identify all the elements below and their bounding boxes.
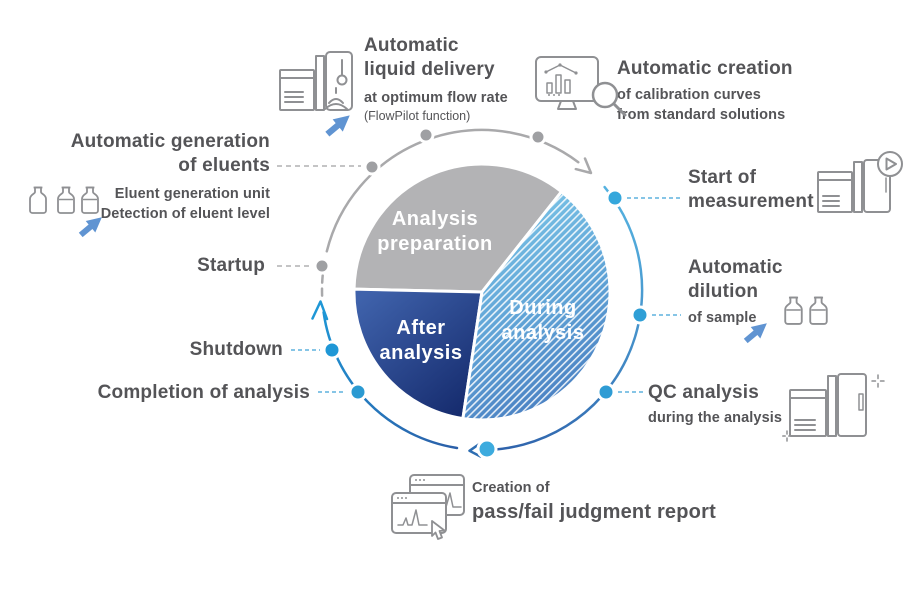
report-title: pass/fail judgment report	[472, 501, 716, 523]
label-shutdown: Shutdown	[189, 339, 283, 360]
report-windows-icon	[391, 474, 465, 540]
liquid-delivery-title: Automatic liquid delivery	[364, 35, 495, 80]
ring-gray-dashed-segment	[320, 272, 325, 297]
dot-start-measurement	[605, 188, 625, 208]
label-report: Creation of pass/fail judgment report	[472, 478, 716, 524]
ring-blue-arc-right	[477, 185, 644, 452]
label-connectors	[277, 165, 681, 393]
cursor-arrow-icon	[316, 112, 352, 148]
pie-label-analysis-preparation: Analysis preparation	[377, 208, 493, 255]
dot-startup	[313, 257, 331, 275]
ring-blue-arc-left	[322, 311, 459, 450]
qc-sub: during the analysis	[648, 410, 783, 426]
qc-title: QC analysis	[648, 382, 759, 403]
eluent-bottles-icon	[29, 186, 99, 214]
pie-chart	[352, 162, 612, 422]
label-calibration: Automatic creation of calibration curves…	[617, 57, 793, 125]
cursor-arrow-icon	[735, 320, 769, 354]
liquid-delivery-instrument-icon	[279, 51, 353, 111]
calibration-monitor-icon	[535, 56, 627, 117]
pie-label-after-analysis: After analysis	[379, 317, 463, 364]
dot-prep-1	[417, 126, 435, 144]
label-dilution: Automatic dilution of sample	[688, 256, 783, 328]
liquid-delivery-note: (FlowPilot function)	[364, 109, 471, 123]
label-qc: QC analysis during the analysis	[648, 381, 782, 428]
start-measurement-instrument-icon	[817, 151, 903, 213]
blue-arrowhead-left-icon	[311, 300, 329, 321]
pie-label-during-analysis: During analysis	[501, 297, 585, 344]
sample-bottles-icon	[784, 296, 828, 325]
qc-instrument-icon	[782, 373, 885, 442]
label-startup: Startup	[197, 255, 265, 276]
label-eluents: Automatic generation of eluents Eluent g…	[71, 130, 270, 224]
dot-report	[476, 438, 498, 460]
eluents-title: Automatic generation of eluents	[70, 131, 270, 176]
dilution-sub: of sample	[688, 310, 757, 326]
step-dots	[313, 126, 650, 460]
label-liquid-delivery: Automatic liquid delivery at optimum flo…	[364, 34, 508, 124]
dot-completion	[348, 382, 368, 402]
dot-eluents	[363, 158, 381, 176]
blue-arrowhead-bottom-icon	[468, 442, 482, 458]
label-completion: Completion of analysis	[97, 382, 310, 403]
slice-analysis-preparation	[352, 162, 563, 294]
slice-during-analysis-stripes	[462, 191, 611, 421]
calibration-sub: of calibration curves from standard solu…	[617, 87, 786, 123]
dilution-title: Automatic dilution	[688, 257, 783, 302]
dot-shutdown	[322, 340, 342, 360]
slice-after-analysis	[352, 287, 484, 421]
liquid-delivery-sub: at optimum flow rate	[364, 90, 508, 106]
calibration-title: Automatic creation	[617, 58, 793, 79]
report-intro: Creation of	[472, 480, 550, 496]
eluents-sub: Eluent generation unit Detection of elue…	[100, 186, 270, 222]
dot-qc	[596, 382, 616, 402]
label-start-measurement: Start of measurement	[688, 167, 814, 212]
cursor-arrow-icon	[70, 214, 104, 248]
dot-prep-2	[529, 128, 547, 146]
gray-arrowhead-icon	[574, 157, 593, 175]
dot-dilution	[630, 305, 650, 325]
